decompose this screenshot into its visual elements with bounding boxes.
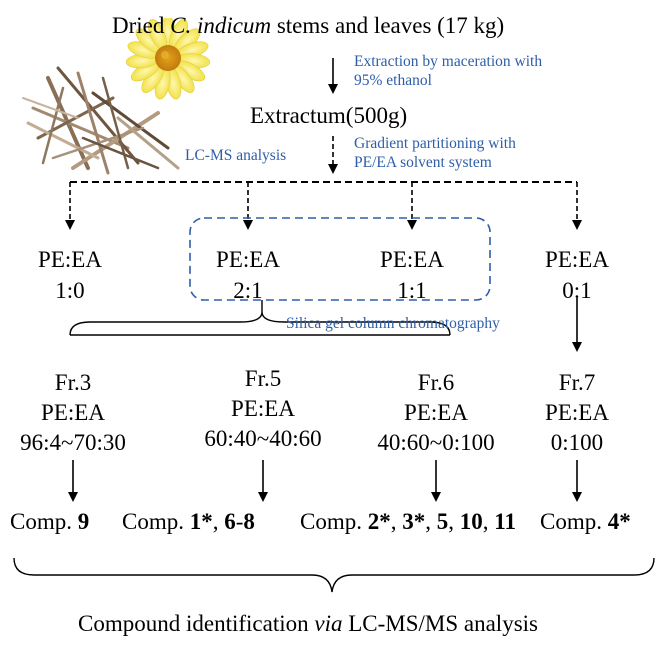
compound-text: Comp. xyxy=(300,509,368,534)
fraction-ratio: 96:4~70:30 xyxy=(20,430,126,455)
fraction-node: Fr.3 PE:EA 96:4~70:30 xyxy=(3,368,143,458)
fraction-solvent: PE:EA xyxy=(545,400,609,425)
compound-text: , xyxy=(448,509,460,534)
fraction-name: Fr.5 xyxy=(244,366,282,391)
partition-node: PE:EA 0:1 xyxy=(527,244,627,306)
title-post: stems and leaves (17 kg) xyxy=(271,13,505,38)
compound-number: 1* xyxy=(189,509,213,534)
partition-solvent: PE:EA xyxy=(38,247,102,272)
partition-ratio: 1:0 xyxy=(55,278,85,303)
compound-text: Comp. xyxy=(10,509,78,534)
fraction-ratio: 60:40~40:60 xyxy=(204,426,322,451)
compound-number: 4* xyxy=(607,509,631,534)
fraction-solvent: PE:EA xyxy=(404,400,468,425)
fraction-ratio: 0:100 xyxy=(550,430,604,455)
species-name: C. indicum xyxy=(170,13,272,38)
partition-ratio: 1:1 xyxy=(397,278,427,303)
compound-list: Comp. 4* xyxy=(540,510,631,533)
compound-number: 9 xyxy=(77,509,90,534)
partition-ratio: 0:1 xyxy=(562,278,592,303)
compound-text: Comp. xyxy=(540,509,608,534)
compound-text: , xyxy=(212,509,225,534)
partition-solvent: PE:EA xyxy=(545,247,609,272)
compound-number: 8 xyxy=(243,509,255,534)
partition-solvent: PE:EA xyxy=(380,247,444,272)
fraction-name: Fr.3 xyxy=(54,370,92,395)
fraction-ratio: 40:60~0:100 xyxy=(377,430,495,455)
footer-post: LC-MS/MS analysis xyxy=(342,611,538,636)
starting-material-label: Dried C. indicum stems and leaves (17 kg… xyxy=(112,14,504,37)
compound-text: , xyxy=(425,509,437,534)
compound-text: - xyxy=(235,509,244,534)
footer-pre: Compound identification xyxy=(78,611,315,636)
lcms-analysis-label: LC-MS analysis xyxy=(185,147,287,164)
fraction-node: Fr.6 PE:EA 40:60~0:100 xyxy=(361,368,511,458)
partition-node: PE:EA 1:1 xyxy=(362,244,462,306)
compound-list: Comp. 2*, 3*, 5, 10, 11 xyxy=(300,510,516,533)
compound-number: 2* xyxy=(367,509,391,534)
bottom-brace xyxy=(13,557,655,593)
partition-node: PE:EA 1:0 xyxy=(20,244,120,306)
compound-text: Comp. xyxy=(122,509,190,534)
compound-text: , xyxy=(390,509,403,534)
partition-solvent: PE:EA xyxy=(216,247,280,272)
extraction-note-line-2: 95% ethanol xyxy=(354,72,432,90)
fraction-solvent: PE:EA xyxy=(41,400,105,425)
fraction-name: Fr.7 xyxy=(558,370,596,395)
title-pre: Dried xyxy=(112,13,171,38)
compound-text: , xyxy=(482,509,495,534)
partition-ratio: 2:1 xyxy=(233,278,263,303)
partition-node: PE:EA 2:1 xyxy=(198,244,298,306)
compound-number: 11 xyxy=(494,509,516,534)
compound-number: 3* xyxy=(402,509,426,534)
grouped-fractions-box xyxy=(189,217,491,301)
footer-via: via xyxy=(314,611,343,636)
partitioning-note-line-1: Gradient partitioning with xyxy=(354,135,516,152)
partitioning-note-line-2: PE/EA solvent system xyxy=(354,154,492,172)
fraction-solvent: PE:EA xyxy=(231,396,295,421)
plant-material-photo xyxy=(22,18,211,175)
compound-list: Comp. 1*, 6-8 xyxy=(122,510,255,533)
fraction-node: Fr.5 PE:EA 60:40~40:60 xyxy=(188,364,338,454)
compound-number: 5 xyxy=(436,509,449,534)
compound-number: 6 xyxy=(224,509,236,534)
extractum-label: Extractum(500g) xyxy=(250,103,408,128)
compound-number: 10 xyxy=(459,509,483,534)
identification-label: Compound identification via LC-MS/MS ana… xyxy=(78,612,538,635)
fraction-node: Fr.7 PE:EA 0:100 xyxy=(527,368,627,458)
extraction-note-line-1: Extraction by maceration with xyxy=(354,53,543,70)
partitioning-note: Gradient partitioning with PE/EA solvent… xyxy=(354,134,516,173)
compound-list: Comp. 9 xyxy=(10,510,89,533)
fraction-name: Fr.6 xyxy=(417,370,455,395)
extraction-note: Extraction by maceration with 95% ethano… xyxy=(354,52,542,91)
silica-gel-label: Silica gel column chromatography xyxy=(286,315,500,332)
